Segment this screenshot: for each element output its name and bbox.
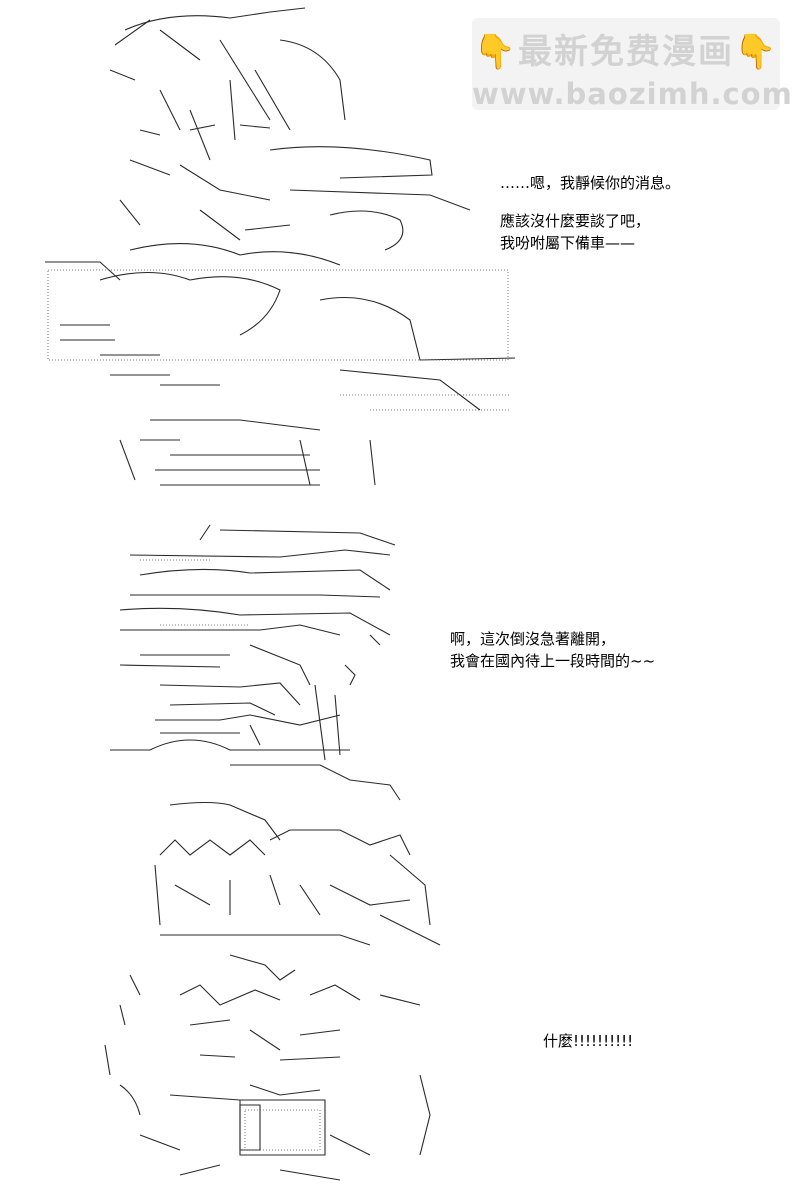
dialogue-line: 什麼!!!!!!!!!! [543, 1032, 634, 1050]
ascii-art-shocked-character-face [80, 795, 480, 1195]
caption-panel-2: 啊，這次倒沒急著離開， 我會在國內待上一段時間的~~ [450, 628, 655, 672]
watermark-title: 👇最新免费漫画👇 [473, 32, 779, 72]
watermark-url: www.baozimh.com [472, 77, 793, 111]
caption-panel-1: ……嗯，我靜候你的消息。 應該沒什麼要談了吧， 我吩咐屬下備車—— [500, 172, 680, 254]
watermark: 👇最新免费漫画👇 www.baozimh.com [472, 18, 793, 111]
ascii-art-dark-haired-character [100, 515, 420, 815]
ascii-art-character-holding-object [40, 0, 520, 490]
dialogue-line: ……嗯，我靜候你的消息。 [500, 174, 681, 192]
dialogue-line: 應該沒什麼要談了吧， [500, 212, 651, 230]
dialogue-line: 啊，這次倒沒急著離開， [450, 630, 616, 648]
pointing-down-hand-icon: 👇 [473, 32, 518, 72]
dialogue-line: 我會在國內待上一段時間的~~ [450, 652, 656, 670]
spacer [500, 194, 680, 210]
caption-panel-3: 什麼!!!!!!!!!! [543, 1030, 633, 1052]
dialogue-line: 我吩咐屬下備車—— [500, 234, 636, 252]
pointing-down-hand-icon: 👇 [734, 32, 779, 72]
